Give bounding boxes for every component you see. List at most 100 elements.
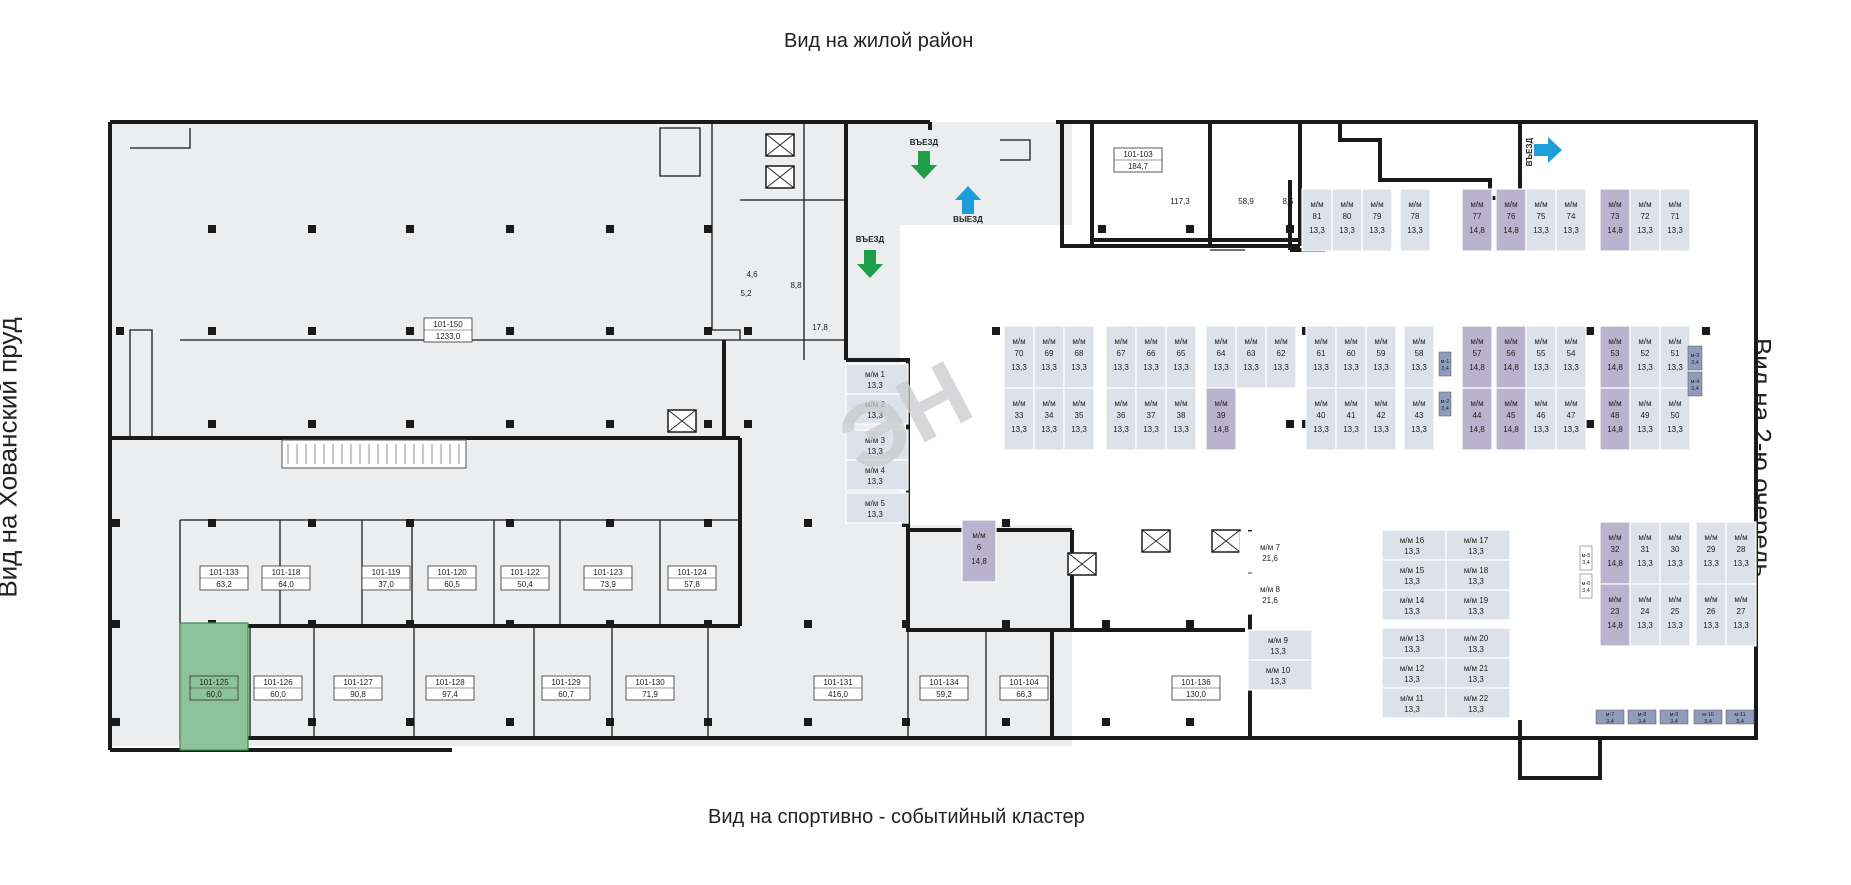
- parking-spot-1[interactable]: м/м 113,3: [845, 363, 909, 395]
- storage-м-6[interactable]: м-63,4: [1579, 573, 1593, 599]
- storage-м-10[interactable]: м-103,4: [1693, 709, 1723, 725]
- storage-м-5[interactable]: м-53,4: [1579, 545, 1593, 571]
- storage-м-2[interactable]: м-23,4: [1438, 391, 1452, 417]
- storage-м-3[interactable]: м-33,4: [1687, 345, 1703, 371]
- parking-spot-2[interactable]: м/м 213,3: [845, 393, 909, 425]
- parking-spot-4[interactable]: м/м 413,3: [845, 459, 909, 491]
- parking-spot-5[interactable]: м/м 513,3: [845, 492, 909, 524]
- storage-м-4[interactable]: м-43,4: [1687, 371, 1703, 397]
- parking-spot-9[interactable]: м/м 913,3: [1247, 629, 1313, 661]
- parking-spot-3[interactable]: м/м 313,3: [845, 429, 909, 461]
- storage-м-8[interactable]: м-83,4: [1627, 709, 1657, 725]
- parking-spot-7[interactable]: м/м 721,6: [1239, 531, 1305, 573]
- storage-м-9[interactable]: м-93,4: [1659, 709, 1689, 725]
